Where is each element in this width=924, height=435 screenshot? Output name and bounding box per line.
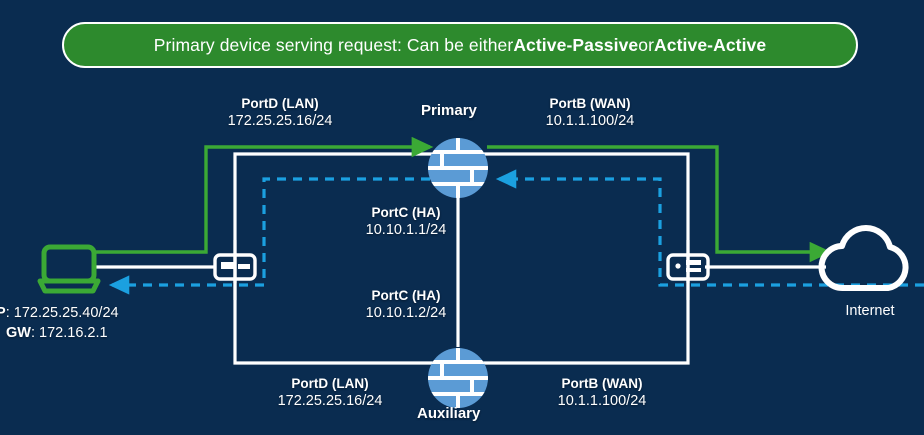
client-ip-row: IP: 172.25.25.40/24 [0, 303, 162, 323]
label-auxiliary-lan-address: 172.25.25.16/24 [277, 393, 383, 409]
label-auxiliary-ha: PortC (HA) 10.10.1.2/24 [316, 287, 496, 322]
banner-text-prefix: Primary device serving request: Can be e… [153, 34, 514, 55]
switch-icon [666, 253, 710, 281]
label-auxiliary-wan-address: 10.1.1.100/24 [557, 393, 647, 409]
label-auxiliary-wan-port: PortB (WAN) [561, 376, 643, 391]
label-primary-ha: PortC (HA) 10.10.1.1/24 [316, 204, 496, 239]
label-primary-wan-port: PortB (WAN) [549, 96, 631, 111]
return-traffic-path [108, 169, 924, 295]
switch-icon [213, 253, 257, 281]
forward-traffic-path [96, 136, 832, 263]
physical-links [96, 152, 826, 365]
label-primary-lan-port: PortD (LAN) [241, 96, 319, 111]
cloud-icon [818, 225, 909, 292]
label-auxiliary-ha-address: 10.10.1.2/24 [365, 305, 447, 321]
banner-text-bold-2: Active-Active [654, 34, 767, 55]
label-primary-ha-address: 10.10.1.1/24 [365, 222, 447, 238]
client-ip-label: IP [0, 305, 6, 321]
label-auxiliary-lan: PortD (LAN) 172.25.25.16/24 [240, 375, 420, 410]
label-auxiliary-lan-port: PortD (LAN) [291, 376, 369, 391]
status-banner: Primary device serving request: Can be e… [62, 22, 858, 68]
device-name-primary: Primary [421, 102, 477, 119]
client-addressing-info: IP: 172.25.25.40/24 GW: 172.16.2.1 [0, 303, 162, 343]
client-gw-row: GW: 172.16.2.1 [6, 325, 108, 341]
firewall-icon-auxiliary [428, 348, 488, 408]
device-name-auxiliary: Auxiliary [417, 405, 481, 422]
client-gw-value: 172.16.2.1 [39, 325, 108, 341]
label-primary-wan: PortB (WAN) 10.1.1.100/24 [500, 95, 680, 130]
label-auxiliary-wan: PortB (WAN) 10.1.1.100/24 [512, 375, 692, 410]
client-ip-value: 172.25.25.40/24 [13, 305, 119, 321]
label-primary-ha-port: PortC (HA) [371, 205, 441, 220]
label-auxiliary-ha-port: PortC (HA) [371, 288, 441, 303]
firewall-icon-primary [428, 138, 488, 198]
label-primary-wan-address: 10.1.1.100/24 [545, 113, 635, 129]
banner-text-middle: or [638, 34, 655, 55]
laptop-icon [37, 244, 101, 294]
label-primary-lan-address: 172.25.25.16/24 [227, 113, 333, 129]
banner-text-bold-1: Active-Passive [513, 34, 639, 55]
device-name-internet: Internet [845, 303, 895, 319]
label-primary-lan: PortD (LAN) 172.25.25.16/24 [190, 95, 370, 130]
client-gw-label: GW [6, 325, 31, 341]
